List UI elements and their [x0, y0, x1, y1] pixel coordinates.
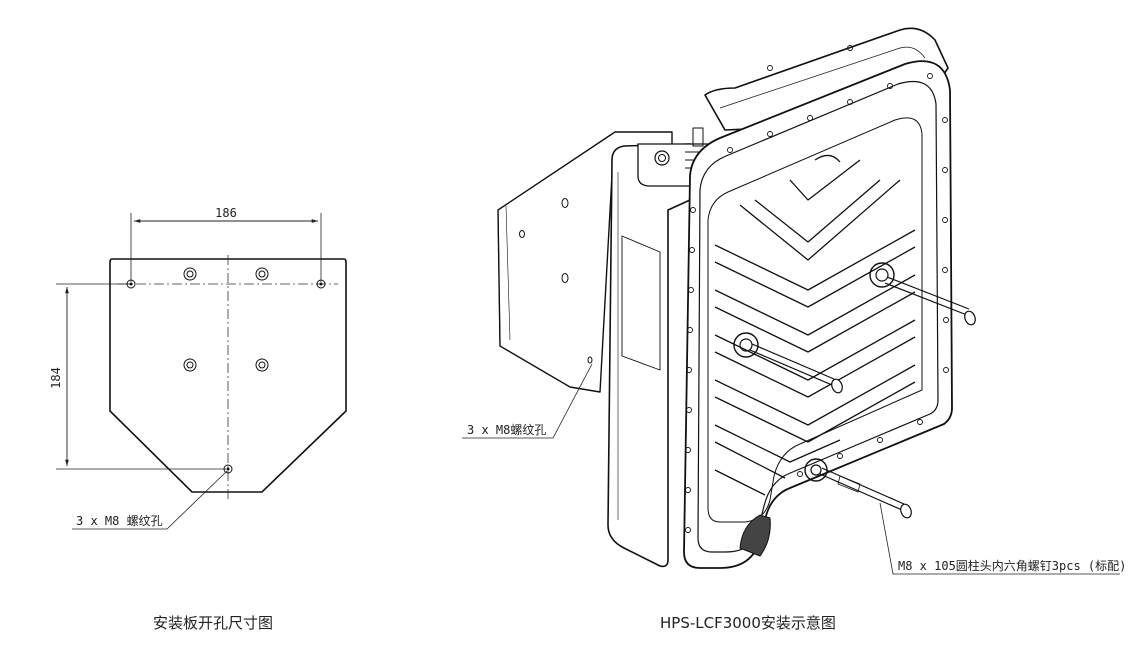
m8-bolt: [749, 343, 843, 394]
frame-screws: [685, 45, 949, 533]
width-dimension-label: 186: [215, 206, 237, 220]
install-hole-note: 3 x M8螺纹孔: [467, 423, 546, 437]
plate-hole: [183, 267, 197, 281]
height-dimension: 184: [49, 283, 226, 470]
install-caption: HPS-LCF3000安装示意图: [660, 614, 836, 632]
mounting-plate-drawing: 186 184 3 x M8 螺纹孔: [49, 206, 347, 530]
bolt-note: M8 x 105圆柱头内六角螺钉3pcs (标配): [898, 558, 1126, 573]
plate-caption: 安装板开孔尺寸图: [153, 614, 274, 632]
chevron-ribs: [714, 154, 916, 496]
m8-bolt: [884, 276, 976, 326]
plate-outline: [109, 258, 347, 493]
m8-bolt: [819, 467, 912, 519]
screw-boss: [733, 332, 759, 358]
plate-hole: [255, 358, 269, 372]
plate-hole: [255, 267, 269, 281]
plate-hole: [183, 358, 197, 372]
antenna-housing: [607, 27, 953, 569]
height-dimension-label: 184: [49, 367, 63, 389]
width-dimension: 186: [130, 206, 322, 282]
plate-hole-note: 3 x M8 螺纹孔: [76, 514, 163, 528]
screw-boss: [869, 262, 895, 288]
installation-drawing: [497, 27, 976, 569]
